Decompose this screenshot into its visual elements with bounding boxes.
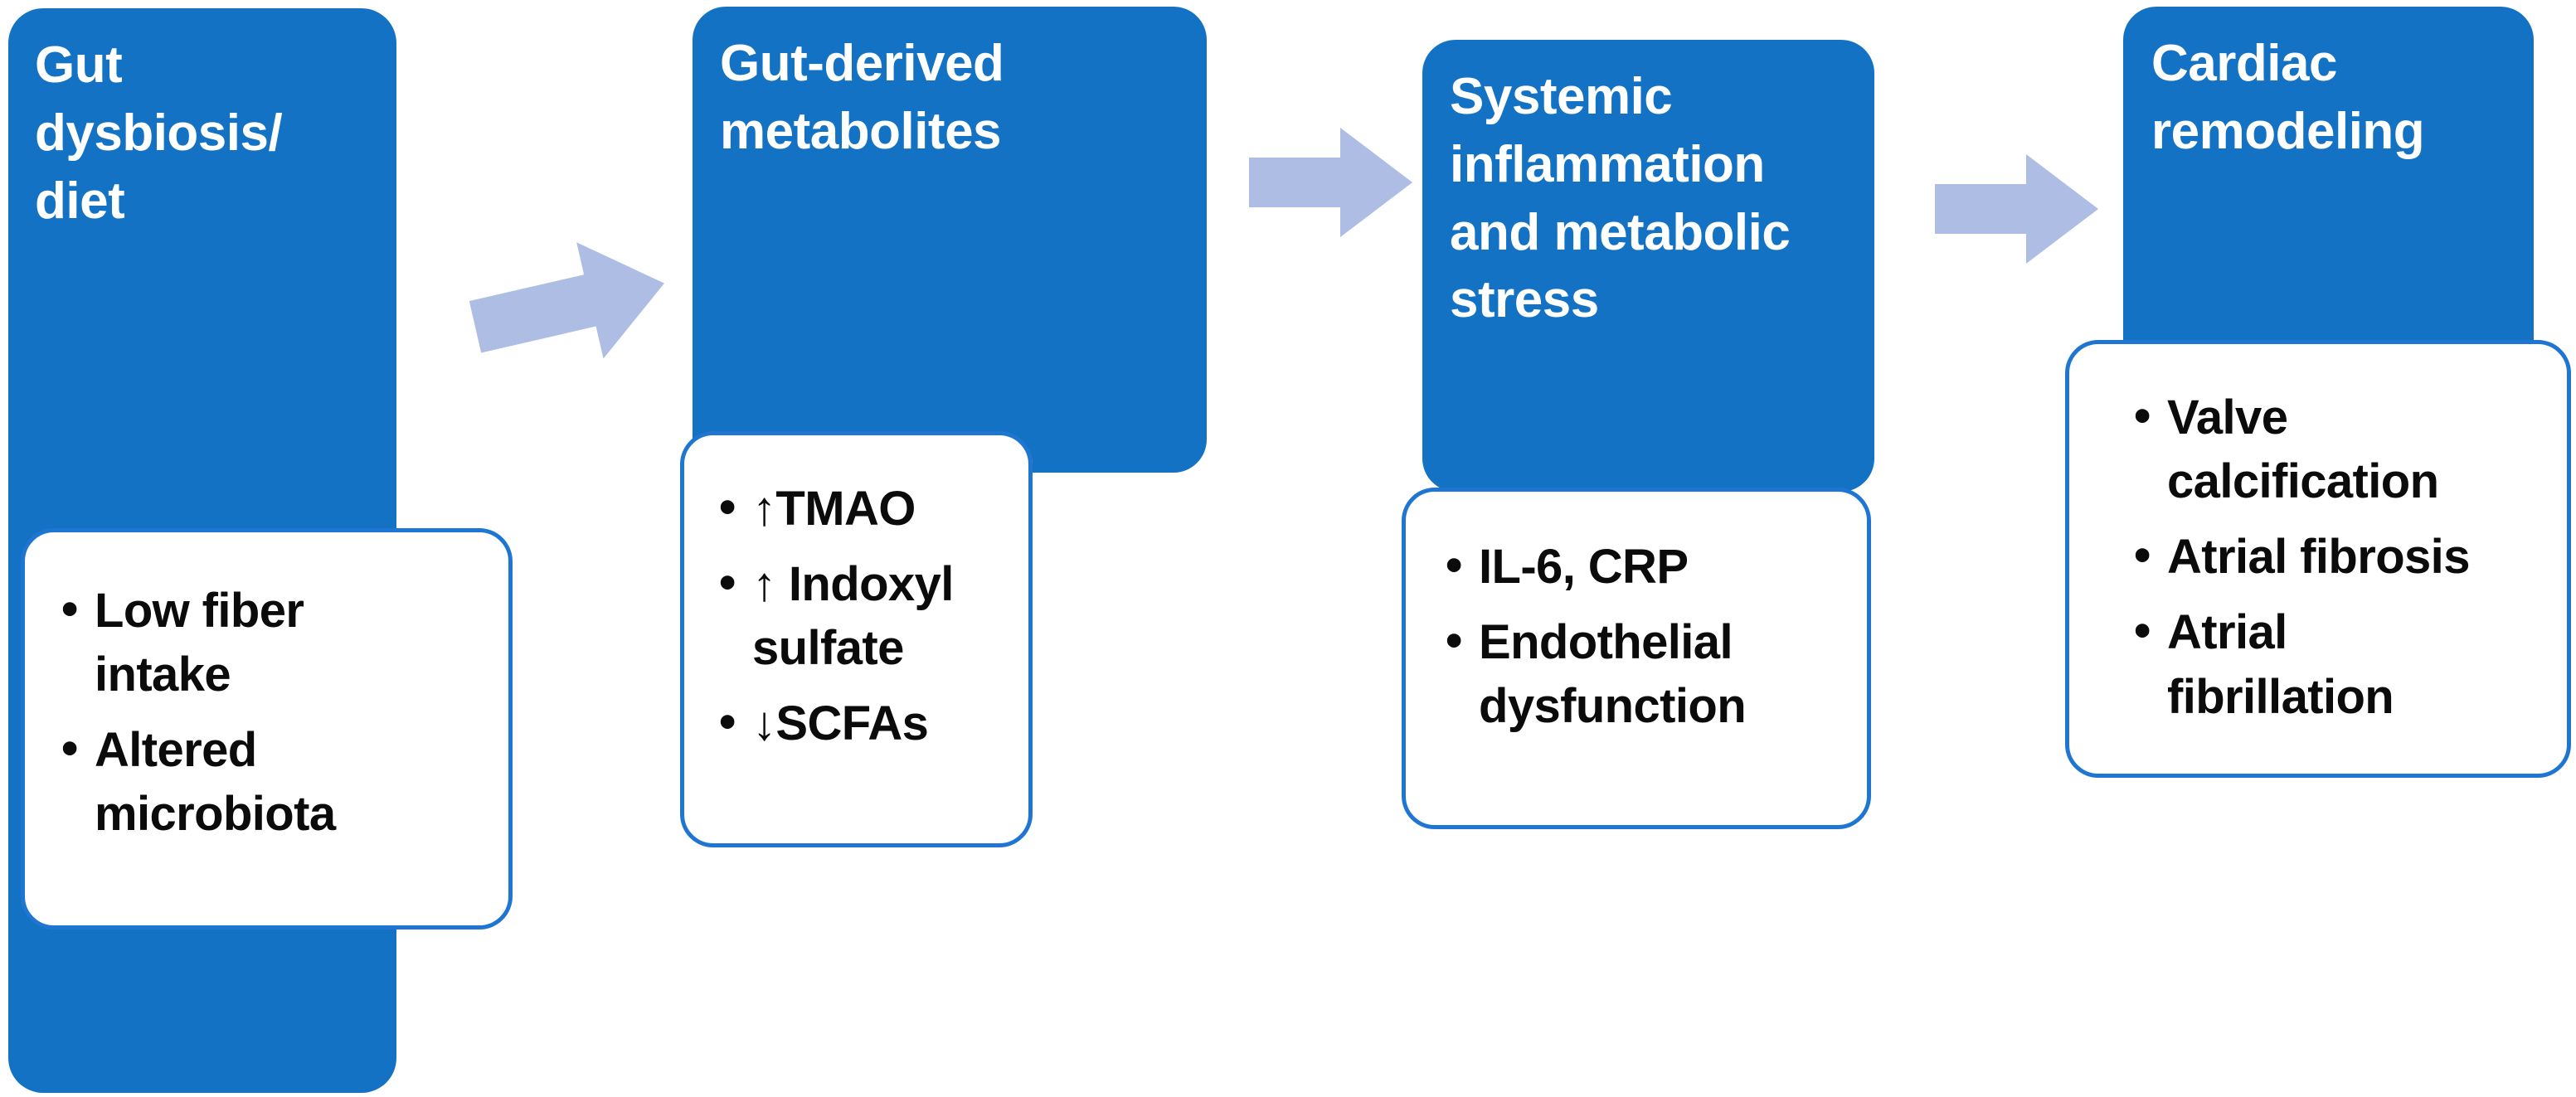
stage-title-cardiac-remodeling: Cardiac remodeling <box>2151 35 2425 160</box>
callout-gut-derived-metabolites: ↑TMAO ↑ Indoxyl sulfate ↓SCFAs <box>680 431 1033 847</box>
detail-text: Atrial fibrillation <box>2167 605 2394 724</box>
list-item: Low fiber intake <box>61 577 410 706</box>
detail-text: Valve calcification <box>2167 391 2439 509</box>
detail-list-systemic-inflammation: IL-6, CRP Endothelial dysfunction <box>1446 533 1819 750</box>
detail-text: Atrial fibrosis <box>2167 530 2470 585</box>
callout-cardiac-remodeling: Valve calcification Atrial fibrosis Atri… <box>2065 340 2571 778</box>
detail-list-cardiac-remodeling: Valve calcification Atrial fibrosis Atri… <box>2134 384 2524 740</box>
arrow-2-icon <box>1242 116 1421 249</box>
detail-text: ↓SCFAs <box>752 697 929 751</box>
callout-systemic-inflammation: IL-6, CRP Endothelial dysfunction <box>1402 488 1871 829</box>
list-item: ↑TMAO <box>719 475 1009 541</box>
detail-text: ↑ Indoxyl sulfate <box>752 557 954 676</box>
list-item: ↑ Indoxyl sulfate <box>719 551 1009 680</box>
list-item: Endothelial dysfunction <box>1446 609 1819 738</box>
callout-gut-dysbiosis-diet: Low fiber intake Altered microbiota <box>21 528 513 930</box>
detail-list-gut-dysbiosis-diet: Low fiber intake Altered microbiota <box>61 577 410 858</box>
detail-list-gut-derived-metabolites: ↑TMAO ↑ Indoxyl sulfate ↓SCFAs <box>719 475 1009 768</box>
detail-text: Low fiber intake <box>95 584 304 702</box>
stage-box-gut-derived-metabolites <box>693 7 1207 473</box>
stage-title-gut-derived-metabolites: Gut-derived metabolites <box>720 35 1004 160</box>
stage-title-systemic-inflammation: Systemic inflammation and metabolic stre… <box>1450 68 1791 329</box>
arrow-3-icon <box>1928 143 2107 275</box>
stage-box-systemic-inflammation <box>1422 40 1874 492</box>
detail-text: IL-6, CRP <box>1479 540 1689 594</box>
detail-text: ↑TMAO <box>752 482 916 536</box>
arrow-1-icon <box>458 222 682 388</box>
list-item: IL-6, CRP <box>1446 533 1819 599</box>
detail-text: Endothelial dysfunction <box>1479 615 1747 734</box>
list-item: ↓SCFAs <box>719 690 1009 755</box>
detail-text: Altered microbiota <box>95 723 336 842</box>
list-item: Altered microbiota <box>61 716 410 846</box>
stage-title-gut-dysbiosis-diet: Gut dysbiosis/ diet <box>35 36 283 230</box>
list-item: Valve calcification <box>2134 384 2524 513</box>
list-item: Atrial fibrosis <box>2134 523 2524 589</box>
list-item: Atrial fibrillation <box>2134 599 2524 728</box>
